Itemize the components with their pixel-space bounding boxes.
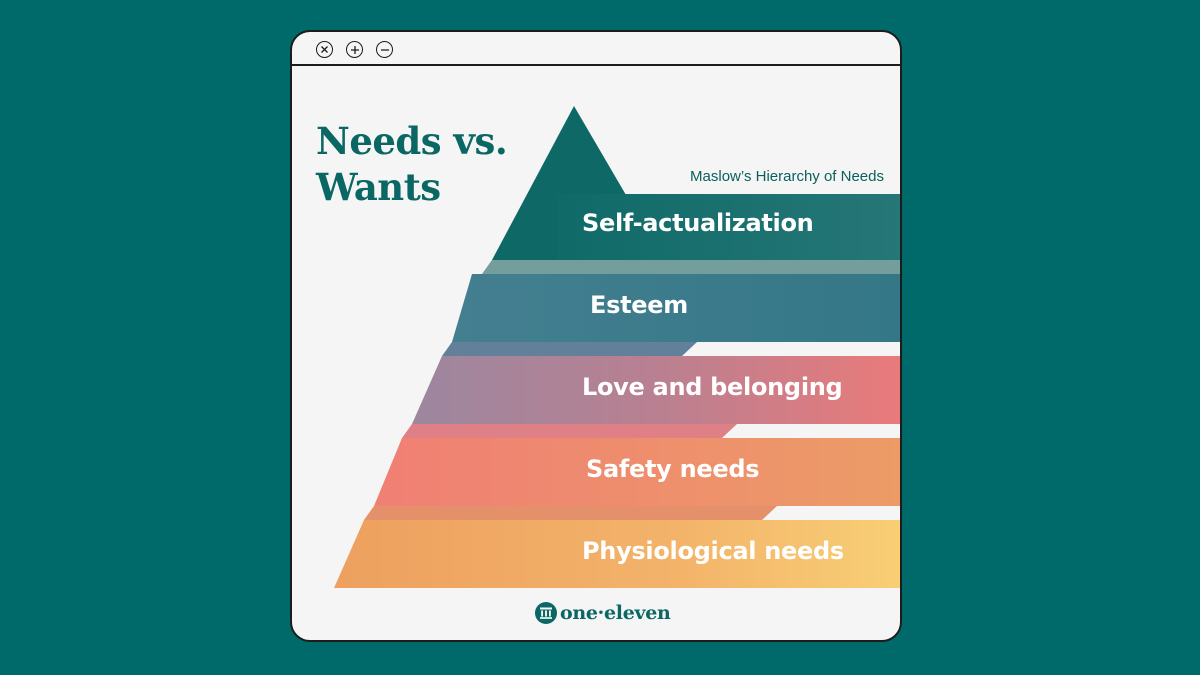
minus-icon	[380, 48, 389, 51]
layer-band-self-actualization	[557, 194, 900, 260]
layer-love-belonging	[412, 356, 900, 424]
brand-logo: one·eleven	[535, 602, 671, 624]
plus-icon	[350, 45, 359, 54]
add-button[interactable]	[346, 41, 363, 58]
close-icon	[321, 46, 328, 53]
label-self-actualization: Self-actualization	[582, 209, 814, 237]
layer-safety	[374, 438, 900, 506]
label-physiological: Physiological needs	[582, 537, 844, 565]
title-line-1: Needs vs.	[316, 119, 508, 163]
layer-physiological	[334, 520, 900, 588]
app-window: Needs vs. Wants Maslow’s Hierarchy of Ne…	[290, 30, 902, 642]
close-button[interactable]	[316, 41, 333, 58]
ledge-love-belonging	[402, 424, 737, 438]
maslow-pyramid	[334, 106, 900, 588]
ledge-safety	[364, 506, 777, 520]
label-esteem: Esteem	[590, 291, 688, 319]
title-line-2: Wants	[316, 165, 441, 209]
label-safety: Safety needs	[586, 455, 760, 483]
ledge-self-actualization	[482, 260, 900, 274]
brand-name: one·eleven	[560, 602, 671, 624]
minimize-button[interactable]	[376, 41, 393, 58]
ledge-esteem	[442, 342, 697, 356]
label-love-belonging: Love and belonging	[582, 373, 843, 401]
infographic: Needs vs. Wants Maslow’s Hierarchy of Ne…	[292, 32, 900, 640]
page-title: Needs vs. Wants	[316, 118, 508, 210]
building-columns-icon	[535, 602, 557, 624]
window-titlebar	[292, 32, 900, 66]
layer-esteem	[452, 274, 900, 342]
diagram-subtitle: Maslow’s Hierarchy of Needs	[690, 168, 884, 185]
